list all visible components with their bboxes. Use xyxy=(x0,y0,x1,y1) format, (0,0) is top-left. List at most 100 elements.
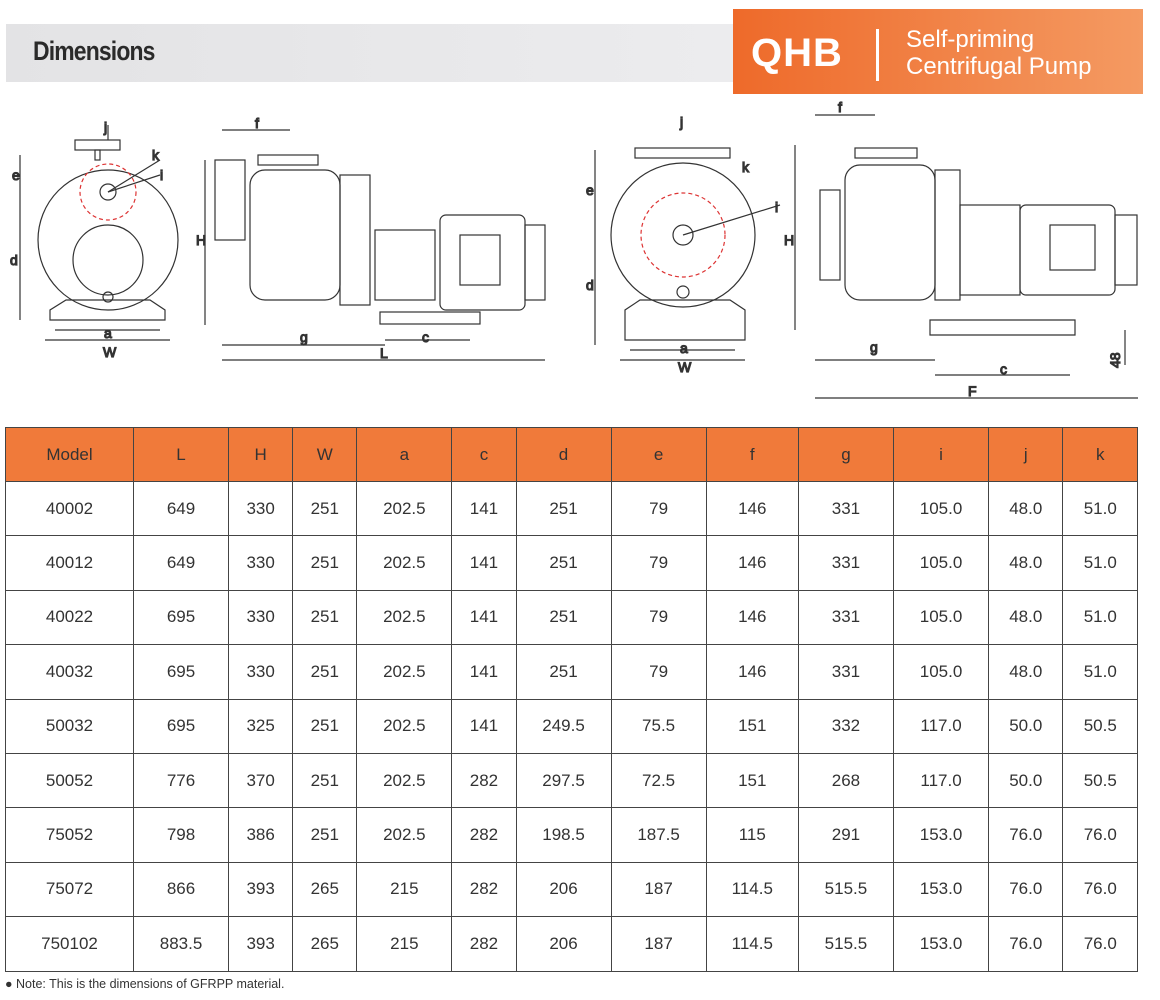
table-cell: 251 xyxy=(292,698,358,754)
table-cell: 251 xyxy=(292,644,358,700)
table-cell: 330 xyxy=(228,589,294,646)
column-header: e xyxy=(610,427,707,482)
table-cell: 50.0 xyxy=(988,698,1064,754)
table-cell: 114.5 xyxy=(705,861,799,918)
table-cell: 141 xyxy=(451,480,517,537)
table-cell: 50052 xyxy=(5,752,134,809)
table-cell: 251 xyxy=(292,589,358,646)
dim-label-k: k xyxy=(152,147,160,163)
dim-label-f-total: F xyxy=(968,383,977,399)
table-cell: 187 xyxy=(610,916,707,972)
dim-label-f-2: f xyxy=(838,100,842,115)
column-header: d xyxy=(515,427,612,482)
table-cell: 187.5 xyxy=(610,807,707,863)
table-cell: 798 xyxy=(132,807,230,863)
table-cell: 249.5 xyxy=(515,698,612,754)
table-cell: 202.5 xyxy=(356,752,453,809)
material-note: ● Note: This is the dimensions of GFRPP … xyxy=(5,977,285,991)
dim-label-e-2: e xyxy=(586,182,594,198)
table-cell: 141 xyxy=(451,535,517,591)
table-cell: 206 xyxy=(515,861,612,918)
table-cell: 251 xyxy=(292,752,358,809)
header-bar xyxy=(6,24,736,82)
table-cell: 48.0 xyxy=(988,644,1064,700)
table-cell: 153.0 xyxy=(892,861,990,918)
column-header: c xyxy=(451,427,517,482)
table-cell: 251 xyxy=(292,535,358,591)
dim-label-w: W xyxy=(103,344,117,360)
table-cell: 141 xyxy=(451,644,517,700)
table-cell: 48.0 xyxy=(988,535,1064,591)
table-cell: 146 xyxy=(705,535,799,591)
brand-divider xyxy=(876,29,879,81)
table-cell: 79 xyxy=(610,589,707,646)
dim-label-i: i xyxy=(160,167,163,183)
table-cell: 105.0 xyxy=(892,644,990,700)
column-header: f xyxy=(705,427,799,482)
table-cell: 187 xyxy=(610,861,707,918)
table-cell: 515.5 xyxy=(797,861,894,918)
dim-label-base-height: 48 xyxy=(1107,352,1123,368)
table-cell: 202.5 xyxy=(356,644,453,700)
large-pump-front-view xyxy=(594,147,781,361)
table-cell: 202.5 xyxy=(356,589,453,646)
table-cell: 649 xyxy=(132,480,230,537)
table-cell: 51.0 xyxy=(1062,480,1138,537)
table-cell: 750102 xyxy=(5,916,134,972)
dim-label-d: d xyxy=(10,252,18,268)
dim-label-c: c xyxy=(422,329,429,345)
dim-label-a-2: a xyxy=(680,340,688,356)
table-cell: 115 xyxy=(705,807,799,863)
column-header: Model xyxy=(5,427,134,482)
table-cell: 76.0 xyxy=(1062,916,1138,972)
table-cell: 325 xyxy=(228,698,294,754)
table-cell: 695 xyxy=(132,644,230,700)
table-cell: 79 xyxy=(610,644,707,700)
table-cell: 48.0 xyxy=(988,589,1064,646)
table-cell: 649 xyxy=(132,535,230,591)
dim-label-c-2: c xyxy=(1000,361,1007,377)
table-cell: 141 xyxy=(451,698,517,754)
table-cell: 206 xyxy=(515,916,612,972)
table-cell: 776 xyxy=(132,752,230,809)
table-cell: 202.5 xyxy=(356,698,453,754)
column-header: j xyxy=(988,427,1064,482)
table-cell: 153.0 xyxy=(892,916,990,972)
table-cell: 393 xyxy=(228,861,294,918)
table-cell: 151 xyxy=(705,752,799,809)
column-header: g xyxy=(797,427,894,482)
table-cell: 153.0 xyxy=(892,807,990,863)
table-cell: 79 xyxy=(610,480,707,537)
table-cell: 141 xyxy=(451,589,517,646)
table-cell: 282 xyxy=(451,752,517,809)
dim-label-e: e xyxy=(12,167,20,183)
dim-label-h: H xyxy=(196,232,206,248)
table-cell: 79 xyxy=(610,535,707,591)
table-cell: 330 xyxy=(228,480,294,537)
table-cell: 76.0 xyxy=(988,861,1064,918)
table-cell: 215 xyxy=(356,916,453,972)
table-cell: 202.5 xyxy=(356,480,453,537)
table-cell: 146 xyxy=(705,644,799,700)
table-cell: 146 xyxy=(705,480,799,537)
table-cell: 251 xyxy=(515,535,612,591)
pump-dimension-drawings: j k i e d a W f H g c L j k i e d a W f … xyxy=(9,100,1138,400)
table-cell: 883.5 xyxy=(132,916,230,972)
table-cell: 331 xyxy=(797,480,894,537)
brand-line-2: Centrifugal Pump xyxy=(906,53,1092,80)
table-cell: 40032 xyxy=(5,644,134,700)
dim-label-w-2: W xyxy=(678,359,692,375)
table-cell: 40022 xyxy=(5,589,134,646)
table-cell: 114.5 xyxy=(705,916,799,972)
table-cell: 251 xyxy=(515,480,612,537)
dim-label-a: a xyxy=(104,325,112,341)
table-cell: 291 xyxy=(797,807,894,863)
table-cell: 282 xyxy=(451,807,517,863)
dim-label-j: j xyxy=(103,119,107,135)
